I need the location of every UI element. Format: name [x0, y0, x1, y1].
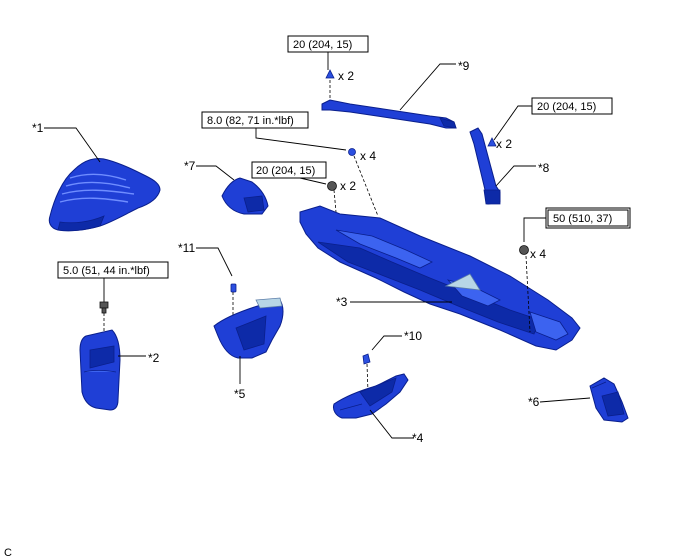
svg-text:20 (204, 15): 20 (204, 15) [537, 101, 596, 113]
svg-text:20 (204, 15): 20 (204, 15) [256, 165, 315, 177]
svg-text:50 (510, 37): 50 (510, 37) [553, 213, 612, 225]
part-6-bracket [589, 377, 629, 423]
svg-text:8.0 (82, 71 in.*lbf): 8.0 (82, 71 in.*lbf) [207, 115, 294, 127]
label-part-11: *11 [178, 241, 195, 255]
bolt-part-8 [487, 137, 497, 147]
qty-mid4: x 4 [360, 149, 376, 163]
clip-part-10 [362, 353, 371, 365]
label-part-1: *1 [32, 121, 44, 135]
svg-text:5.0 (51, 44 in.*lbf): 5.0 (51, 44 in.*lbf) [63, 265, 150, 277]
part-5-duct [213, 297, 284, 359]
qty-50: x 4 [530, 247, 546, 261]
part-1-cover [48, 157, 161, 232]
part-7-bracket [221, 177, 269, 215]
label-part-4: *4 [412, 431, 424, 445]
nut-part-3 [327, 181, 337, 191]
label-part-9: *9 [458, 59, 470, 73]
nut-part-3-50 [519, 245, 529, 255]
part-9-bar [321, 99, 457, 129]
label-part-5: *5 [234, 387, 246, 401]
part-8-bracket [469, 127, 501, 205]
label-part-3: *3 [336, 295, 348, 309]
part-2-panel [79, 329, 121, 411]
torque-mid-callout: 20 (204, 15) [251, 161, 327, 179]
qty-top: x 2 [338, 69, 354, 83]
label-part-6: *6 [528, 395, 540, 409]
figure-code: C [4, 547, 12, 559]
part-4-duct [333, 373, 409, 419]
part-3-main-panel [299, 205, 581, 351]
qty-mid2: x 2 [340, 179, 356, 193]
label-part-7: *7 [184, 159, 196, 173]
label-part-2: *2 [148, 351, 160, 365]
torque-5-callout: 5.0 (51, 44 in.*lbf) [57, 261, 169, 279]
clip-part-11 [230, 283, 237, 293]
svg-text:20 (204, 15): 20 (204, 15) [293, 39, 352, 51]
bolt-part-9 [325, 69, 335, 79]
clip-part-3-top [348, 148, 356, 156]
qty-8: x 2 [496, 137, 512, 151]
bolt-part-2 [99, 301, 109, 314]
label-part-10: *10 [404, 329, 422, 343]
torque-50-callout: 50 (510, 37) [545, 207, 631, 229]
torque-top-callout: 20 (204, 15) [287, 35, 369, 53]
label-part-8: *8 [538, 161, 550, 175]
torque-mid-lbf-callout: 8.0 (82, 71 in.*lbf) [201, 111, 309, 129]
torque-8-callout: 20 (204, 15) [531, 97, 613, 115]
